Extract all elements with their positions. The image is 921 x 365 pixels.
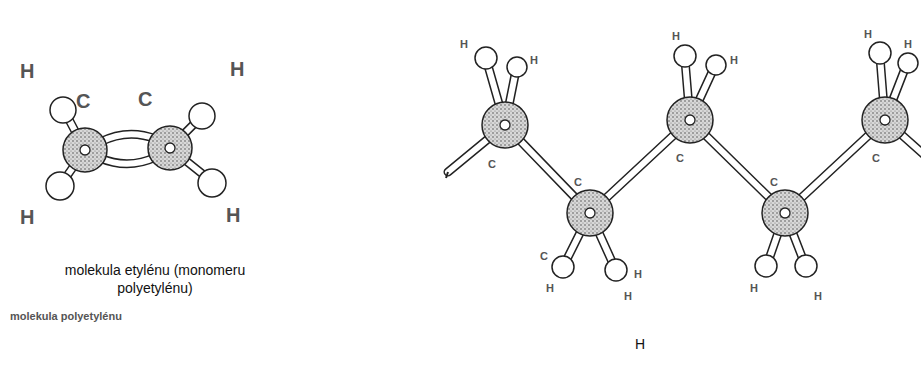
atom-label: C xyxy=(138,88,152,110)
atom-label: H xyxy=(904,38,912,50)
atom-label: C xyxy=(488,158,496,170)
atom-label: H xyxy=(672,30,680,42)
caption: molekula etylénu (monomeru polyetylénu) xyxy=(60,262,250,297)
atom-label: H xyxy=(814,290,822,302)
atom-label: H xyxy=(546,282,554,294)
atom-label: H xyxy=(460,38,468,50)
atom-label: H xyxy=(230,58,244,80)
atom-label: C xyxy=(574,176,582,188)
atom-label: H xyxy=(634,268,642,280)
atom-label: H xyxy=(624,290,632,302)
atom-label: C xyxy=(872,152,880,164)
atom-label: C xyxy=(540,250,548,262)
atom-label: H xyxy=(730,54,738,66)
atom-label: molekula polyetylénu xyxy=(10,310,122,322)
atom-label: H xyxy=(750,282,758,294)
atom-label: C xyxy=(770,176,778,188)
atom-label: C xyxy=(676,152,684,164)
atom-label: H xyxy=(20,206,34,228)
atom-label: C xyxy=(76,90,90,112)
atom-label: H xyxy=(530,54,538,66)
caption: H xyxy=(540,336,740,354)
atom-label: H xyxy=(864,28,872,40)
atom-label: H xyxy=(20,60,34,82)
atom-label: H xyxy=(226,204,240,226)
